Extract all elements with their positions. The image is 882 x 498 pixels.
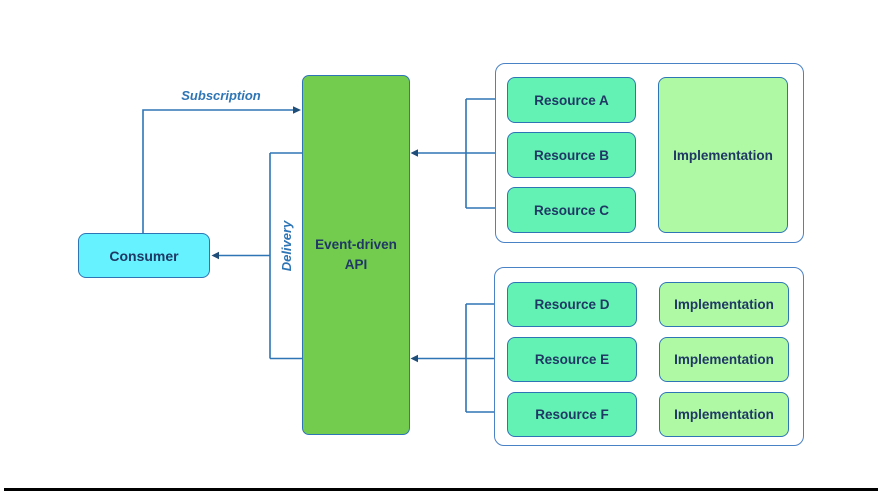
resource-c-label: Resource C (533, 202, 610, 218)
consumer-label: Consumer (109, 247, 179, 264)
subscription-line (142, 109, 295, 233)
resource-b-label: Resource B (533, 147, 610, 163)
implementation-box-2: Implementation (659, 337, 789, 382)
resource-box-d: Resource D (507, 282, 637, 327)
api-box: Event-driven API (302, 75, 410, 435)
resource-e-label: Resource E (534, 352, 610, 367)
api-label-line1: Event-driven (315, 237, 397, 252)
resource-box-f: Resource F (507, 392, 637, 437)
api-label-line2: API (344, 257, 368, 272)
resource-group-top: Resource A Resource B Resource C Impleme… (495, 63, 804, 243)
resource-box-a: Resource A (507, 77, 636, 123)
resource-a-label: Resource A (534, 92, 609, 108)
implementation-box-3: Implementation (659, 392, 789, 437)
consumer-box: Consumer (78, 233, 210, 278)
bottom-rule (4, 488, 878, 491)
implementation-1-label: Implementation (674, 297, 774, 312)
top-feed-arrowhead (410, 149, 418, 157)
implementation-top-label: Implementation (673, 147, 773, 163)
subscription-arrowhead (293, 106, 301, 114)
implementation-box-1: Implementation (659, 282, 789, 327)
implementation-box-top: Implementation (658, 77, 788, 233)
implementation-3-label: Implementation (674, 407, 774, 422)
resource-d-label: Resource D (534, 297, 610, 312)
implementation-2-label: Implementation (674, 352, 774, 367)
delivery-label: Delivery (279, 220, 294, 272)
resource-box-c: Resource C (507, 187, 636, 233)
resource-box-b: Resource B (507, 132, 636, 178)
resource-f-label: Resource F (535, 407, 609, 422)
resource-box-e: Resource E (507, 337, 637, 382)
bottom-feed-arrowhead (410, 354, 418, 363)
delivery-arrowhead (211, 251, 219, 260)
resource-group-bottom: Resource D Resource E Resource F Impleme… (494, 267, 804, 446)
subscription-label: Subscription (181, 88, 261, 103)
